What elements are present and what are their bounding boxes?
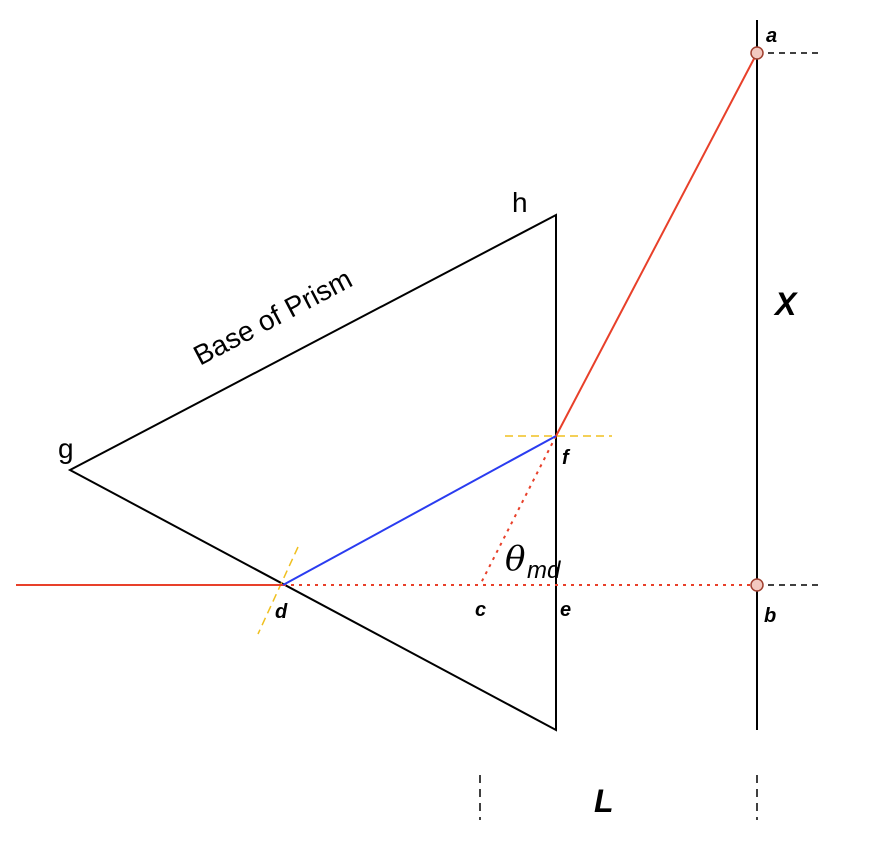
point-b-marker <box>750 578 764 592</box>
point-a-marker <box>750 46 764 60</box>
label-b: b <box>764 605 776 627</box>
prism-triangle <box>67 213 557 732</box>
label-a: a <box>766 25 777 47</box>
label-theta-subscript: md <box>527 557 561 584</box>
label-theta: θ <box>505 539 525 579</box>
emergent-ray <box>555 52 758 437</box>
label-x: X <box>773 286 798 322</box>
label-g: g <box>58 433 74 464</box>
label-f: f <box>562 447 571 469</box>
label-d: d <box>275 601 288 623</box>
internal-ray <box>282 435 557 586</box>
normal-at-d <box>257 546 299 635</box>
label-c: c <box>475 599 486 621</box>
label-l: L <box>594 783 614 819</box>
label-base-of-prism: Base of Prism <box>188 263 357 371</box>
label-e: e <box>560 599 571 621</box>
label-h: h <box>512 187 528 218</box>
